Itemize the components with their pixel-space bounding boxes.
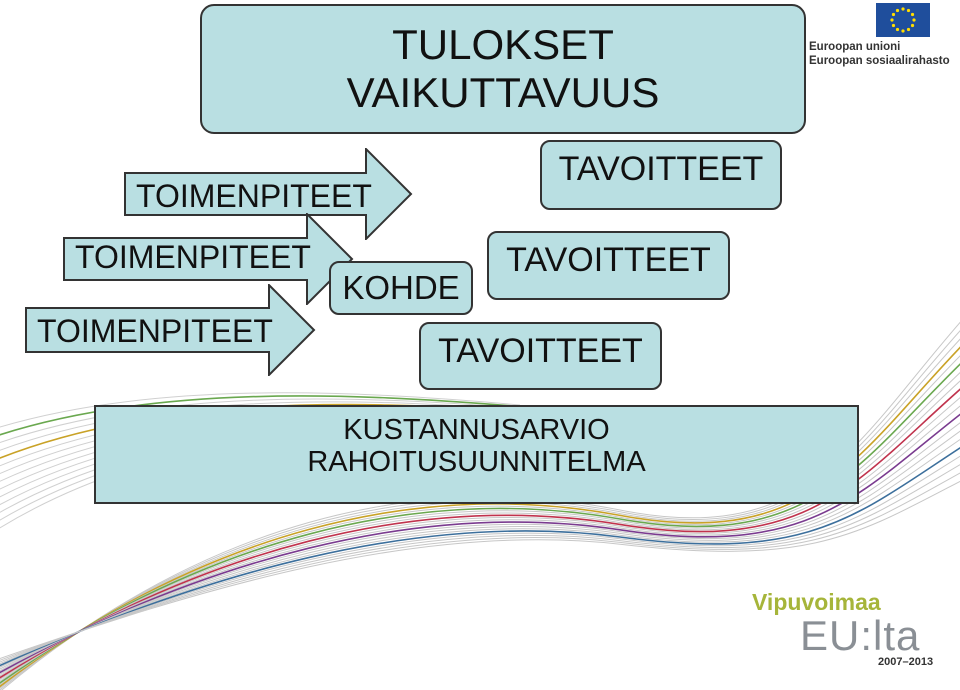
results-impact-box: TULOKSET VAIKUTTAVUUS xyxy=(200,4,806,134)
wave-line xyxy=(0,355,960,686)
eu-star-icon xyxy=(912,18,916,22)
wave-line xyxy=(0,398,521,444)
target-box: KOHDE xyxy=(329,261,473,315)
wave-line xyxy=(0,338,960,689)
wave-line xyxy=(0,363,960,684)
wave-line xyxy=(0,413,960,674)
wave-line xyxy=(0,422,960,672)
measures-label-1: TOIMENPITEET xyxy=(136,178,372,214)
eu-star-icon xyxy=(901,7,905,11)
eu-star-icon xyxy=(910,23,915,28)
wave-line xyxy=(0,446,960,667)
eu-star-icon xyxy=(891,12,896,17)
eu-flag-icon xyxy=(876,3,930,37)
wave-line xyxy=(0,455,960,665)
measures-arrow-1: TOIMENPITEET xyxy=(124,148,414,240)
vipuvoimaa-logo-years: 2007–2013 xyxy=(878,656,934,668)
budget-box: KUSTANNUSARVIO RAHOITUSUUNNITELMA xyxy=(94,405,859,504)
title-line2: VAIKUTTAVUUS xyxy=(346,69,660,116)
vipuvoimaa-logo-eu: EU:lta xyxy=(800,612,921,659)
measures-arrow-2: TOIMENPITEET xyxy=(63,213,355,305)
eu-star-icon xyxy=(895,8,900,13)
budget-line2: RAHOITUSUUNNITELMA xyxy=(307,445,646,478)
eu-logo-line2: Euroopan sosiaalirahasto xyxy=(809,55,950,67)
wave-line xyxy=(0,472,960,661)
measures-label-3: TOIMENPITEET xyxy=(37,313,273,349)
objectives-box-3: TAVOITTEET xyxy=(419,322,662,390)
eu-star-icon xyxy=(895,27,900,32)
eu-star-icon xyxy=(910,12,915,17)
wave-line xyxy=(0,388,960,679)
budget-line1: KUSTANNUSARVIO xyxy=(343,414,610,446)
eu-star-icon xyxy=(890,18,894,22)
wave-line xyxy=(1,321,960,690)
vipuvoimaa-logo-title: Vipuvoimaa xyxy=(752,589,881,615)
eu-logo-line1: Euroopan unioni xyxy=(809,41,901,53)
wave-line xyxy=(0,397,960,677)
title-line1: TULOKSET xyxy=(392,20,614,68)
wave-line xyxy=(0,395,521,436)
eu-star-icon xyxy=(906,8,911,13)
measures-arrow-3: TOIMENPITEET xyxy=(25,284,317,376)
eu-star-icon xyxy=(906,27,911,32)
wave-line xyxy=(0,380,960,681)
wave-line xyxy=(0,480,960,660)
wave-line xyxy=(0,330,960,690)
wave-line xyxy=(0,405,960,675)
objectives-box-1: TAVOITTEET xyxy=(540,140,782,210)
wave-line xyxy=(0,430,960,670)
wave-line xyxy=(0,392,521,428)
measures-label-2: TOIMENPITEET xyxy=(75,239,311,275)
wave-line xyxy=(0,438,960,668)
objectives-box-2: TAVOITTEET xyxy=(487,231,730,300)
wave-line xyxy=(0,371,960,682)
eu-star-icon xyxy=(901,29,905,33)
wave-line xyxy=(0,464,960,663)
eu-star-icon xyxy=(891,23,896,28)
wave-line xyxy=(0,346,960,688)
